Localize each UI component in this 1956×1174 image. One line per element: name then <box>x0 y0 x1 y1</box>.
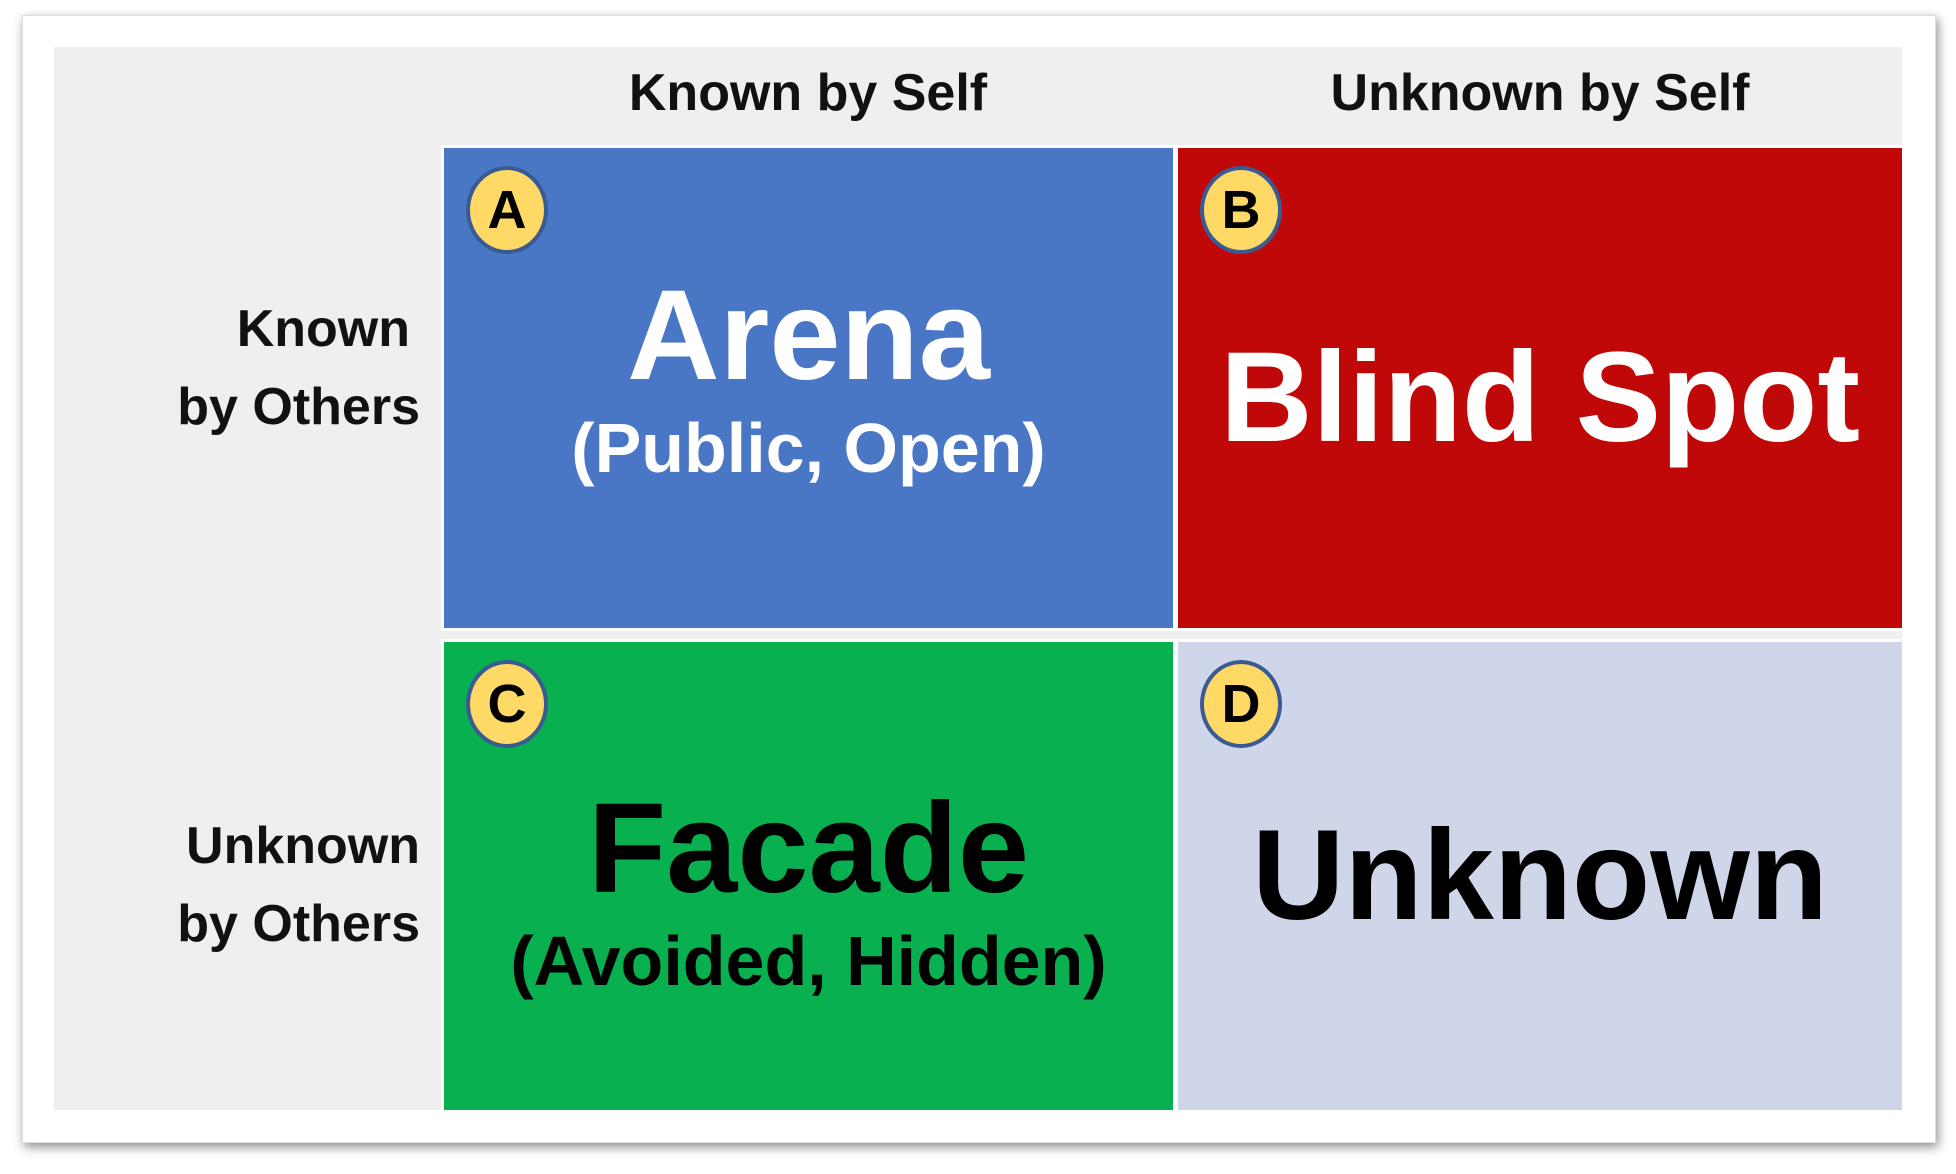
row-header-unknown-by-others: Unknown by Others <box>120 807 420 963</box>
quadrant-title: Facade <box>587 777 1030 920</box>
row-header-line: by Others <box>177 895 420 953</box>
quadrant-blind-spot: B Blind Spot <box>1175 145 1905 631</box>
quadrant-title: Blind Spot <box>1220 326 1860 469</box>
row-header-line: Known <box>236 300 410 358</box>
row-header-line: Unknown <box>186 817 420 875</box>
quadrant-title: Arena <box>627 264 990 407</box>
row-header-line: by Others <box>177 378 420 436</box>
badge-c: C <box>466 660 548 748</box>
column-header-known-by-self: Known by Self <box>628 64 988 122</box>
row-header-known-by-others: Known by Others <box>120 290 420 446</box>
badge-a: A <box>466 166 548 254</box>
quadrant-subtitle: (Avoided, Hidden) <box>510 922 1107 1000</box>
quadrant-title: Unknown <box>1252 804 1828 947</box>
badge-d: D <box>1200 660 1282 748</box>
quadrant-unknown: D Unknown <box>1175 639 1905 1113</box>
column-header-unknown-by-self: Unknown by Self <box>1330 64 1750 122</box>
badge-b: B <box>1200 166 1282 254</box>
quadrant-subtitle: (Public, Open) <box>571 409 1046 487</box>
quadrant-facade: C Facade (Avoided, Hidden) <box>441 639 1176 1113</box>
quadrant-arena: A Arena (Public, Open) <box>441 145 1176 631</box>
